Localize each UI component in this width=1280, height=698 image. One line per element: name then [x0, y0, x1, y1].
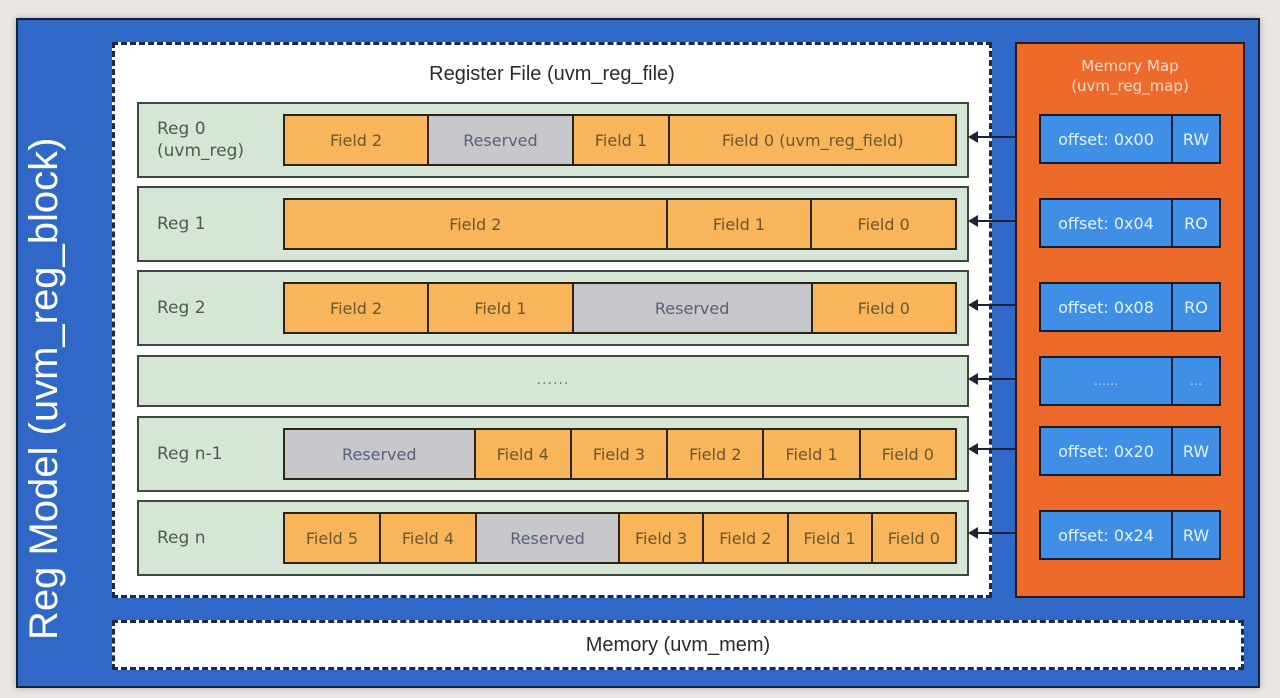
register-label: Reg n: [157, 528, 206, 548]
register-field: Field 2: [285, 284, 430, 332]
reserved-field: Reserved: [285, 430, 476, 478]
offset-address: offset: 0x04: [1041, 200, 1173, 246]
register-field: Field 1: [573, 116, 671, 164]
register-field: Field 0 (uvm_reg_field): [670, 116, 955, 164]
register-field: Field 1: [788, 514, 873, 562]
offset-address: offset: 0x24: [1041, 512, 1173, 558]
register-file-title: Register File (uvm_reg_file): [429, 63, 675, 85]
map-entry: offset: 0x04 RO: [1039, 198, 1221, 248]
arrow-icon: [968, 527, 1037, 539]
register-label: Reg 2: [157, 298, 206, 318]
access-type: RO: [1184, 213, 1208, 233]
register-row: ......: [137, 355, 969, 407]
map-entry: offset: 0x24 RW: [1039, 510, 1221, 560]
offset-address: ......: [1041, 358, 1173, 404]
arrow-icon: [968, 299, 1037, 311]
register-field: Field 0: [812, 284, 955, 332]
register-field: Field 4: [381, 514, 477, 562]
map-entry: offset: 0x00 RW: [1039, 114, 1221, 164]
access-type: RW: [1182, 441, 1210, 461]
arrow-icon: [968, 215, 1037, 227]
memory-label: Memory (uvm_mem): [585, 633, 771, 656]
access-type: RO: [1184, 297, 1208, 317]
access-type: ...: [1189, 373, 1203, 389]
map-entry: offset: 0x20 RW: [1039, 426, 1221, 476]
arrow-icon: [968, 443, 1037, 455]
register-field: Field 4: [475, 430, 572, 478]
register-label: Reg 0 (uvm_reg): [157, 119, 245, 161]
reserved-field: Reserved: [477, 514, 620, 562]
register-field: Field 3: [620, 514, 705, 562]
ellipsis-label: ......: [536, 372, 570, 389]
register-field: Field 2: [668, 430, 765, 478]
access-type: RW: [1182, 129, 1210, 149]
offset-address: offset: 0x20: [1041, 428, 1173, 474]
register-field: Field 3: [571, 430, 669, 478]
register-field: Field 2: [285, 116, 430, 164]
reserved-field: Reserved: [573, 284, 813, 332]
register-field: Field 1: [764, 430, 861, 478]
map-entry: offset: 0x08 RO: [1039, 282, 1221, 332]
register-field: Field 0: [860, 430, 955, 478]
arrow-icon: [968, 373, 1037, 385]
map-entry: .........: [1039, 356, 1221, 406]
register-field: Field 1: [667, 200, 813, 248]
reg-block-title: Reg Model (uvm_reg_block): [22, 137, 66, 640]
arrow-icon: [968, 131, 1037, 143]
register-field: Field 0: [812, 200, 956, 248]
offset-address: offset: 0x08: [1041, 284, 1173, 330]
register-field: Field 5: [285, 514, 381, 562]
register-file: Register File (uvm_reg_file) Reg 0 (uvm_…: [112, 42, 992, 598]
access-type: RW: [1182, 525, 1210, 545]
register-field: Field 2: [704, 514, 789, 562]
register-field: Field 2: [285, 200, 668, 248]
reserved-field: Reserved: [429, 116, 574, 164]
memory-block: Memory (uvm_mem): [112, 620, 1244, 670]
register-label: Reg 1: [157, 214, 206, 234]
register-label: Reg n-1: [157, 444, 223, 464]
offset-address: offset: 0x00: [1041, 116, 1173, 162]
register-field: Field 1: [429, 284, 574, 332]
register-field: Field 0: [872, 514, 955, 562]
memory-map-title: Memory Map (uvm_reg_map): [1071, 57, 1189, 95]
